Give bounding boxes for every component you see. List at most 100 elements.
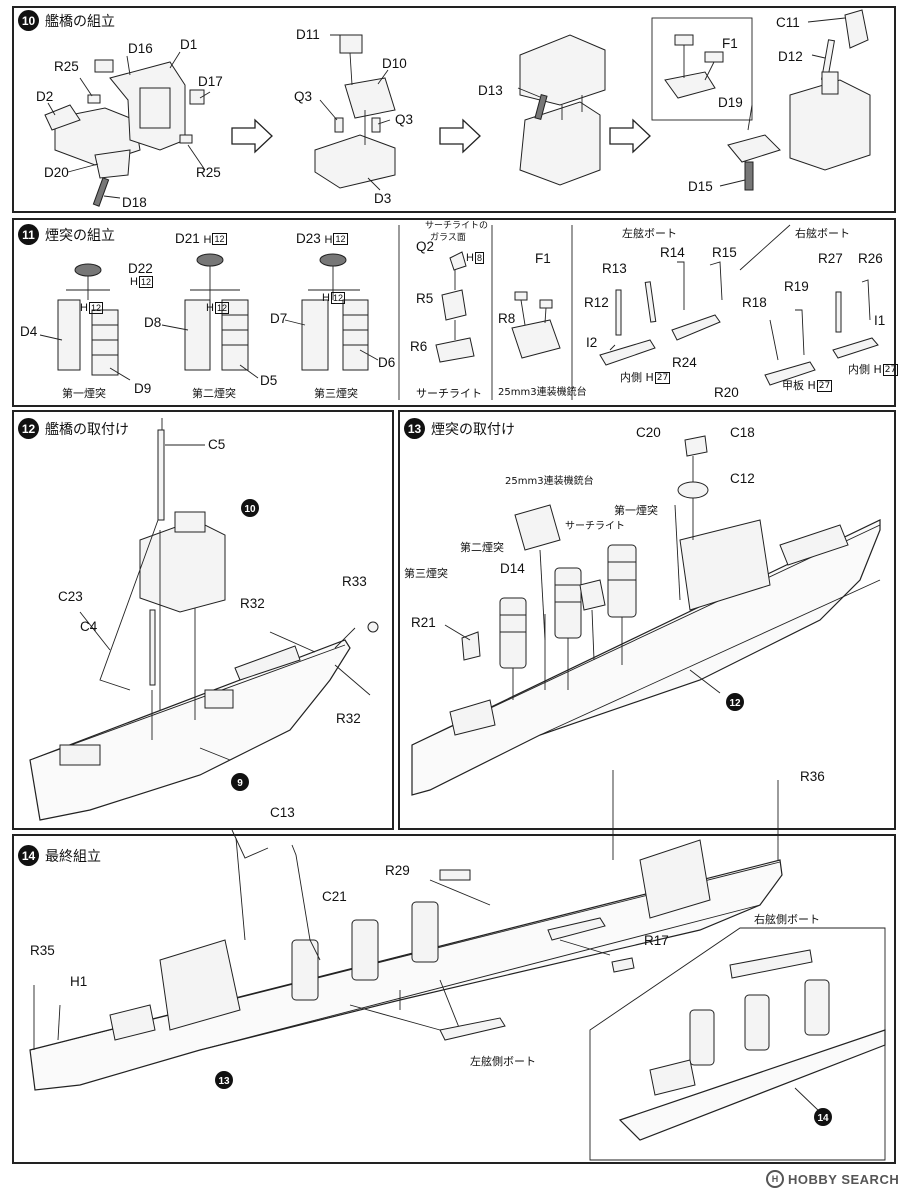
hull-step-12 [29, 639, 351, 821]
label-r24: R24 [672, 355, 697, 370]
step-title: 艦橋の取付け [45, 421, 129, 438]
watermark: H HOBBY SEARCH [766, 1170, 899, 1188]
label-c5: C5 [208, 437, 226, 452]
funnel-1-caption: 第一煙突 [614, 504, 658, 517]
label-r26: R26 [858, 251, 883, 266]
step-10-header: 10 艦橋の組立 [18, 10, 115, 31]
label-r32: R32 [240, 596, 265, 611]
step-number: 12 [18, 418, 39, 439]
funnel-2-caption: 第二煙突 [192, 387, 236, 400]
label-f1: F1 [722, 36, 738, 51]
ref-step-9 [231, 773, 249, 791]
label-d8: D8 [144, 315, 162, 330]
label-r32: R32 [336, 711, 361, 726]
step-number: 10 [18, 10, 39, 31]
label-r14: R14 [660, 245, 685, 260]
label-r15: R15 [712, 245, 737, 260]
port-boat-caption: 左舷ボート [622, 227, 677, 240]
funnel-1-caption: 第一煙突 [62, 387, 106, 400]
label-r36: R36 [800, 769, 825, 784]
label-d18: D18 [122, 195, 147, 210]
searchlight-glass-note-2: ガラス面 [430, 233, 466, 243]
label-d3: D3 [374, 191, 392, 206]
bridge-upper-assembly [519, 34, 606, 186]
ref-step-10 [241, 499, 259, 517]
label-c13: C13 [270, 805, 295, 820]
bridge-mid-assembly [314, 34, 396, 189]
step-number: 14 [18, 845, 39, 866]
aa-mount-caption: 25mm3連装機銃台 [505, 476, 594, 487]
label-r25: R25 [196, 165, 221, 180]
step-13-header: 13 煙突の取付け [404, 418, 515, 439]
label-r6: R6 [410, 339, 428, 354]
port-side-boat-caption: 左舷側ボート [470, 1055, 536, 1068]
label-i2: I2 [586, 335, 598, 350]
searchlight-parts [435, 251, 475, 363]
label-r21: R21 [411, 615, 436, 630]
ref-step-12 [726, 693, 744, 711]
step-title: 煙突の取付け [431, 421, 515, 438]
ref-14-text: 14 [817, 1113, 829, 1124]
label-i1: I1 [874, 313, 886, 328]
label-d13: D13 [478, 83, 503, 98]
label-r19: R19 [784, 279, 809, 294]
searchlight-caption: サーチライト [416, 387, 482, 400]
label-d19: D19 [718, 95, 743, 110]
starboard-boat-parts [764, 279, 879, 386]
starboard-inset [618, 949, 886, 1141]
ref-10-text: 10 [244, 504, 256, 515]
label-d1: D1 [180, 37, 198, 52]
label-q2: Q2 [416, 239, 435, 254]
funnel-2-caption: 第二煙突 [460, 541, 504, 554]
label-c21: C21 [322, 889, 347, 904]
label-d17: D17 [198, 74, 223, 89]
funnel-3-caption: 第三煙突 [404, 567, 448, 580]
label-c18: C18 [730, 425, 755, 440]
step-12-header: 12 艦橋の取付け [18, 418, 129, 439]
label-d4: D4 [20, 324, 38, 339]
label-q3: Q3 [395, 112, 414, 127]
step-number: 13 [404, 418, 425, 439]
searchlight-glass-note: サーチライトの [425, 221, 489, 231]
hobby-search-logo-icon: H [766, 1170, 784, 1188]
label-d10: D10 [382, 56, 407, 71]
part-r21 [461, 631, 481, 661]
label-r5: R5 [416, 291, 434, 306]
watermark-text: HOBBY SEARCH [788, 1171, 900, 1187]
label-r17: R17 [644, 933, 669, 948]
label-r35: R35 [30, 943, 55, 958]
funnel-1-parts [57, 263, 119, 376]
aa-mount-step-13 [514, 504, 561, 551]
funnel-3-caption: 第三煙突 [314, 387, 358, 400]
bridge-base-part [44, 59, 205, 207]
hull-step-13 [411, 519, 881, 796]
ref-9-text: 9 [237, 778, 243, 789]
label-r27: R27 [818, 251, 843, 266]
aa-mount-parts [511, 291, 561, 359]
label-r20: R20 [714, 385, 739, 400]
label-c12: C12 [730, 471, 755, 486]
label-d11: D11 [296, 27, 320, 42]
aa-mount-caption: 25mm3連装機銃台 [498, 387, 587, 398]
label-r8: R8 [498, 311, 516, 326]
label-d16: D16 [128, 41, 153, 56]
label-d7: D7 [270, 311, 288, 326]
label-d14: D14 [500, 561, 525, 576]
label-f1: F1 [535, 251, 551, 266]
label-d6: D6 [378, 355, 396, 370]
hull-step-14 [29, 839, 783, 1091]
